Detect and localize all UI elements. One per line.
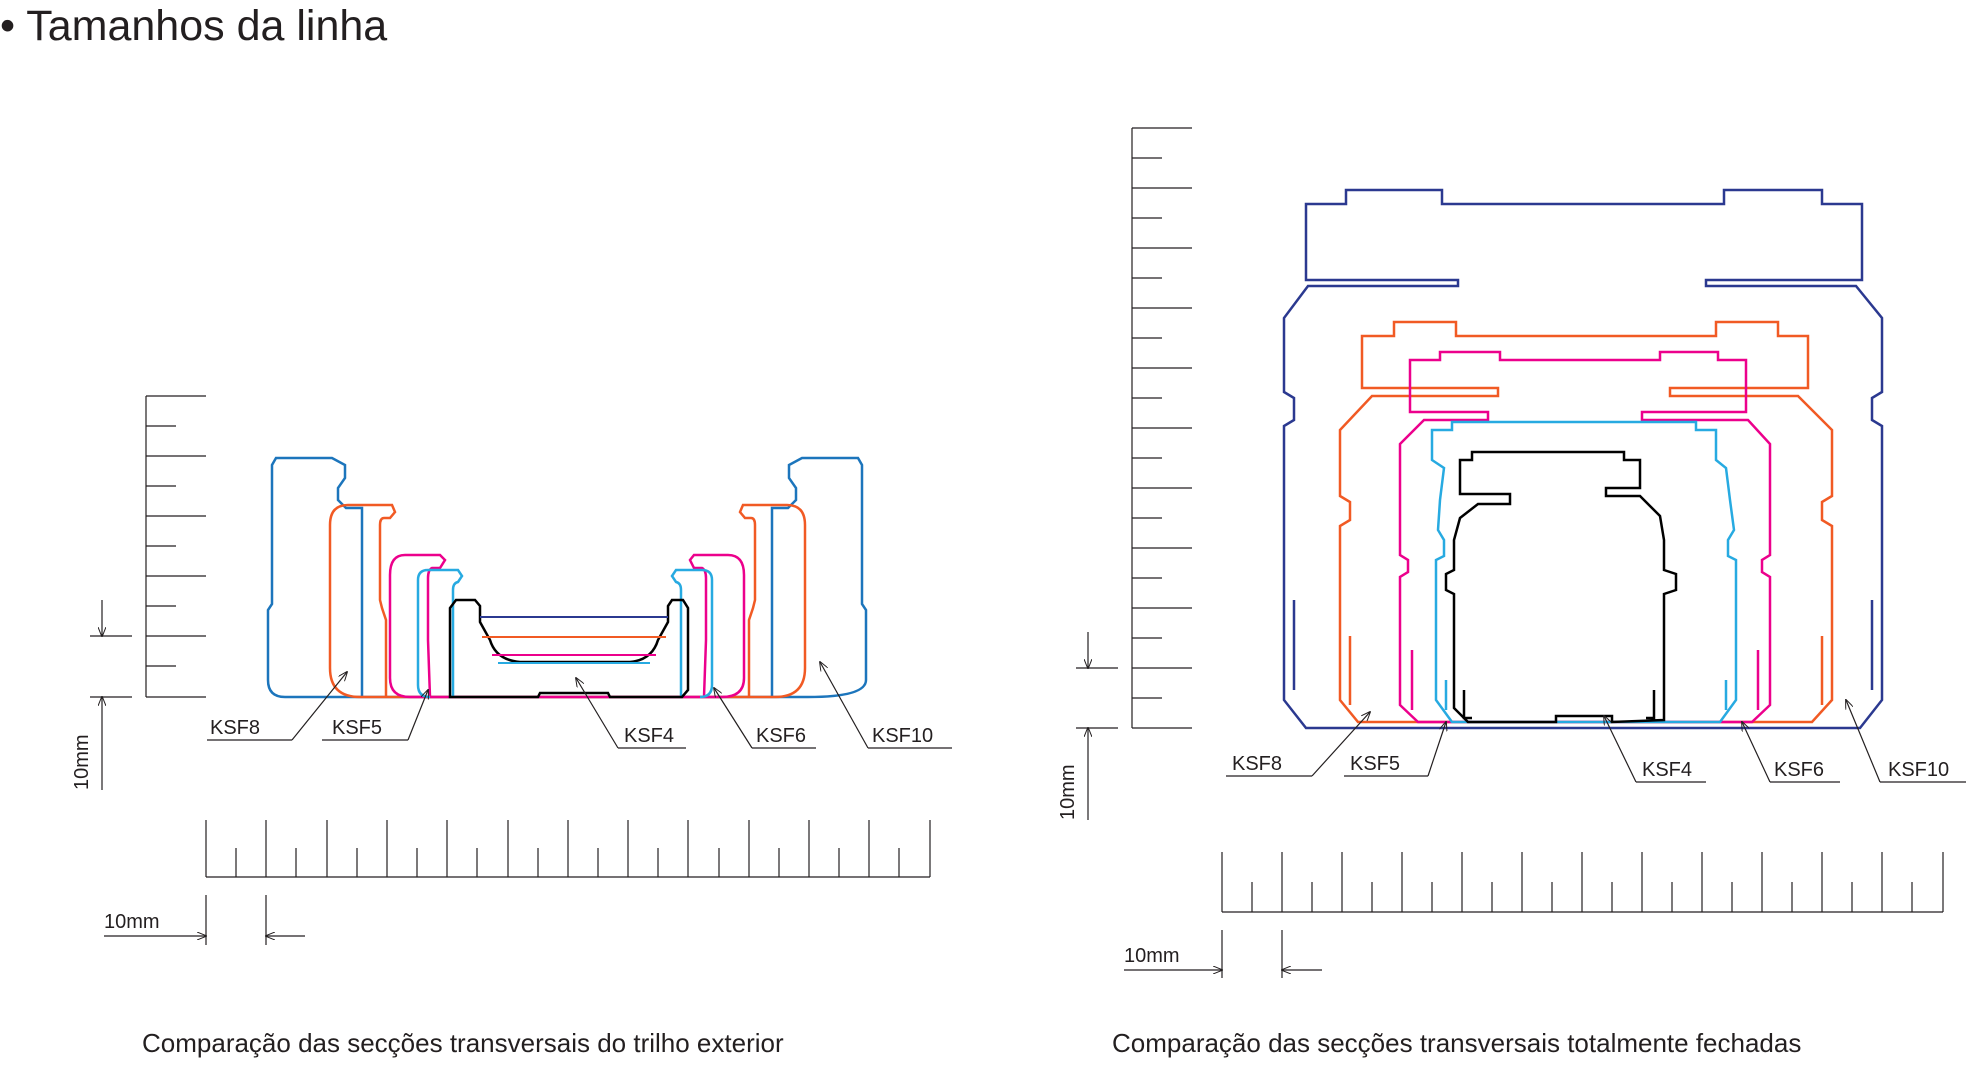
right-figure: 10mm — [1057, 127, 1966, 1058]
left-vertical-ruler — [145, 395, 206, 698]
right-ksf6-profile — [1398, 350, 1772, 724]
right-ksf5-profile — [1430, 420, 1738, 724]
right-horizontal-ruler — [1221, 852, 1944, 913]
right-label-ksf10: KSF10 — [1888, 759, 1949, 781]
right-label-ksf4: KSF4 — [1642, 759, 1692, 781]
left-ksf5-profile — [416, 568, 714, 699]
right-ksf8-profile — [1338, 320, 1834, 724]
left-inner-lines — [480, 616, 668, 664]
right-vertical-dim-label: 10mm — [1057, 764, 1079, 820]
right-ksf10-profile — [1282, 188, 1884, 730]
right-horizontal-dimension — [1124, 930, 1322, 978]
left-ksf8-profile — [328, 503, 807, 699]
left-ksf6-profile — [388, 553, 746, 699]
left-figure: 10mm — [71, 395, 952, 1058]
left-leaders — [207, 662, 952, 749]
left-vertical-dim-label: 10mm — [71, 734, 93, 790]
right-leaders — [1226, 700, 1966, 783]
right-vertical-ruler — [1131, 127, 1192, 729]
left-horizontal-ruler — [205, 820, 931, 878]
right-figure-caption: Comparação das secções transversais tota… — [1112, 1028, 1801, 1058]
left-vertical-dimension — [90, 600, 132, 790]
left-ksf4-profile — [448, 598, 690, 699]
left-label-ksf8: KSF8 — [210, 717, 260, 739]
left-figure-caption: Comparação das secções transversais do t… — [142, 1028, 784, 1058]
left-horizontal-dimension — [104, 895, 305, 945]
right-label-ksf5: KSF5 — [1350, 753, 1400, 775]
left-label-ksf5: KSF5 — [332, 717, 382, 739]
left-label-ksf6: KSF6 — [756, 725, 806, 747]
right-label-ksf8: KSF8 — [1232, 753, 1282, 775]
right-ksf4-profile — [1444, 450, 1678, 724]
left-label-ksf4: KSF4 — [624, 725, 674, 747]
right-label-ksf6: KSF6 — [1774, 759, 1824, 781]
left-horizontal-dim-label: 10mm — [104, 911, 160, 933]
left-label-ksf10: KSF10 — [872, 725, 933, 747]
right-vertical-dimension — [1076, 632, 1118, 820]
page-title: • Tamanhos da linha — [0, 2, 388, 50]
right-horizontal-dim-label: 10mm — [1124, 945, 1180, 967]
